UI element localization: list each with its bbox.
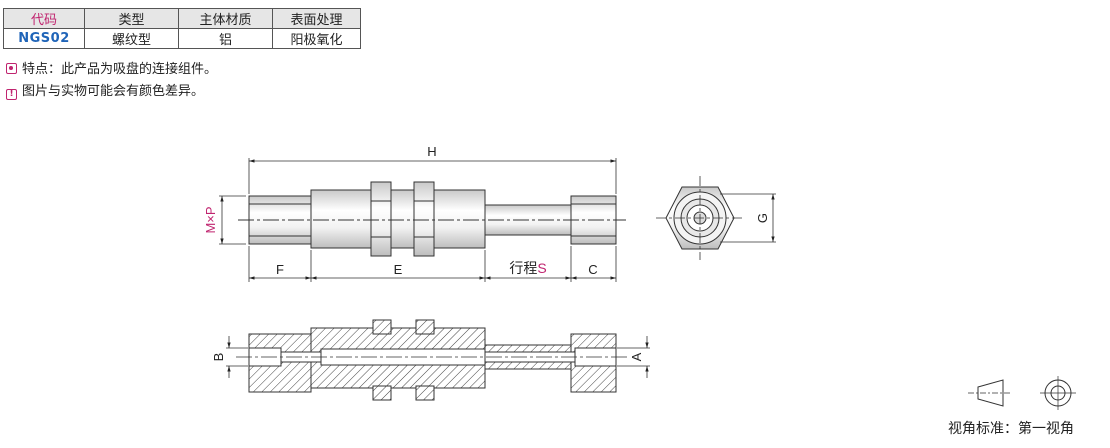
table-header-row: 代码 类型 主体材质 表面处理 (3, 8, 361, 29)
first-angle-projection-icon (968, 376, 1076, 410)
dim-mxp-label: M×P (203, 206, 218, 233)
dim-s-prefix: 行程 (509, 260, 537, 276)
col-type: 类型 (84, 8, 179, 29)
side-view (656, 176, 776, 260)
dim-f-label: F (276, 262, 284, 277)
dim-e-label: E (394, 262, 403, 277)
warning-note: ! 图片与实物可能会有颜色差异。 (6, 80, 204, 100)
table-row: NGS02 螺纹型 铝 阳极氧化 (3, 28, 361, 49)
feature-text: 特点：此产品为吸盘的连接组件。 (22, 62, 218, 77)
feature-bullet-icon (6, 63, 17, 74)
front-view (238, 181, 626, 257)
dim-h-label: H (427, 144, 436, 159)
warning-text: 图片与实物可能会有颜色差异。 (22, 84, 205, 99)
dim-g-label: G (755, 213, 770, 223)
dim-b-label: B (211, 353, 226, 362)
dim-s-label: 行程S (509, 260, 546, 276)
dimension-lines (219, 158, 617, 282)
cell-finish: 阳极氧化 (272, 28, 361, 49)
dim-c-label: C (588, 262, 597, 277)
spec-table: 代码 类型 主体材质 表面处理 NGS02 螺纹型 铝 阳极氧化 (3, 8, 361, 49)
feature-note: 特点：此产品为吸盘的连接组件。 (6, 58, 217, 77)
cell-code: NGS02 (3, 28, 85, 49)
cell-material: 铝 (178, 28, 273, 49)
col-code: 代码 (3, 8, 85, 29)
section-view (236, 319, 628, 401)
dim-a-label: A (629, 352, 644, 361)
view-standard-label: 视角标准：第一视角 (948, 421, 1074, 437)
section-dimensions (226, 336, 650, 378)
col-material: 主体材质 (178, 8, 273, 29)
warning-icon: ! (6, 89, 17, 100)
dim-s-symbol: S (537, 260, 546, 276)
